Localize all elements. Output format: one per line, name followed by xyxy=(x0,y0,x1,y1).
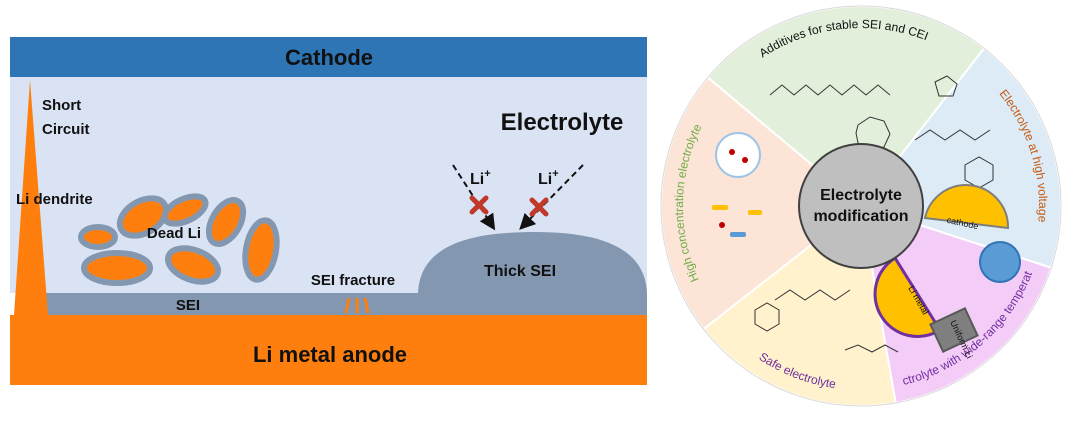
li-ion-text: Li xyxy=(470,171,484,188)
cathode-half-disc xyxy=(923,184,1010,230)
li-ion-arrow-left xyxy=(452,164,496,231)
li-ion-label-left: Li+ xyxy=(470,168,491,188)
center-circle xyxy=(798,143,924,269)
center-label-line2: modification xyxy=(813,208,908,225)
center-label-line1: Electrolyte xyxy=(820,187,902,204)
solvation-cluster xyxy=(712,132,762,237)
molecule-sketch-hv xyxy=(914,129,991,141)
molecule-sketch-additive xyxy=(769,84,891,96)
electrolyte-label: Electrolyte xyxy=(501,109,624,136)
molecule-sketch-borate xyxy=(964,156,994,189)
cation-dot xyxy=(719,222,725,228)
solvation-shell xyxy=(715,132,761,178)
li-ion-arrow-right xyxy=(519,164,584,230)
solvation-sphere xyxy=(979,241,1021,283)
li-ion-label-right: Li+ xyxy=(538,168,559,188)
li-metal-half-disc xyxy=(873,255,943,338)
thick-sei-dome xyxy=(418,232,647,293)
short-circuit-label-line1: Short xyxy=(42,97,81,114)
anode-label: Li metal anode xyxy=(253,342,407,367)
sei-fracture-label: SEI fracture xyxy=(311,272,395,289)
dead-li-particle xyxy=(116,195,170,239)
cation-dot xyxy=(742,157,748,163)
cathode-bar xyxy=(10,37,647,77)
molecule-sketch-imide xyxy=(844,344,899,353)
sei-label: SEI xyxy=(176,297,200,314)
dead-li-label: Dead Li xyxy=(147,225,201,242)
cathode-label: Cathode xyxy=(285,45,373,70)
short-circuit-label-line2: Circuit xyxy=(42,121,90,138)
li-ion-charge: + xyxy=(484,168,490,180)
wheel-outline xyxy=(660,5,1062,407)
cation-dot xyxy=(729,149,735,155)
molecule-sketch-safe xyxy=(774,289,851,301)
molecule-sketch-ring xyxy=(855,116,891,152)
molecule-sketch-phosphazene xyxy=(754,302,780,332)
blocked-x-mark-left xyxy=(469,195,489,215)
dead-li-particle xyxy=(78,224,118,250)
blocked-x-mark-right xyxy=(529,197,549,217)
dead-li-cluster xyxy=(78,193,280,286)
dead-li-particle xyxy=(242,217,280,283)
li-ion-text: Li xyxy=(538,171,552,188)
li-ion-charge: + xyxy=(552,168,558,180)
anion-mark xyxy=(730,232,746,237)
sei-layer xyxy=(44,293,647,315)
sei-fracture-mark xyxy=(344,297,370,314)
uniform-li-block xyxy=(929,307,979,353)
dead-li-particle xyxy=(81,250,153,286)
left-panel-battery-failure: Cathode Electrolyte Li metal anode SEI T… xyxy=(10,37,647,385)
dead-li-particle xyxy=(205,197,247,247)
thick-sei-label: Thick SEI xyxy=(484,263,556,280)
temperature-inset: cathode Li metal Uniform Li xyxy=(873,184,1021,360)
li-dendrite-label: Li dendrite xyxy=(16,191,93,208)
dead-li-particle xyxy=(165,245,221,285)
molecule-sketches xyxy=(754,75,994,353)
dead-li-particle xyxy=(161,193,209,227)
li-dendrite xyxy=(14,80,48,315)
li-metal-anode xyxy=(10,315,647,385)
molecule-sketch-sulfolane xyxy=(934,75,958,97)
anion-mark xyxy=(748,210,762,215)
anion-mark xyxy=(712,205,728,210)
